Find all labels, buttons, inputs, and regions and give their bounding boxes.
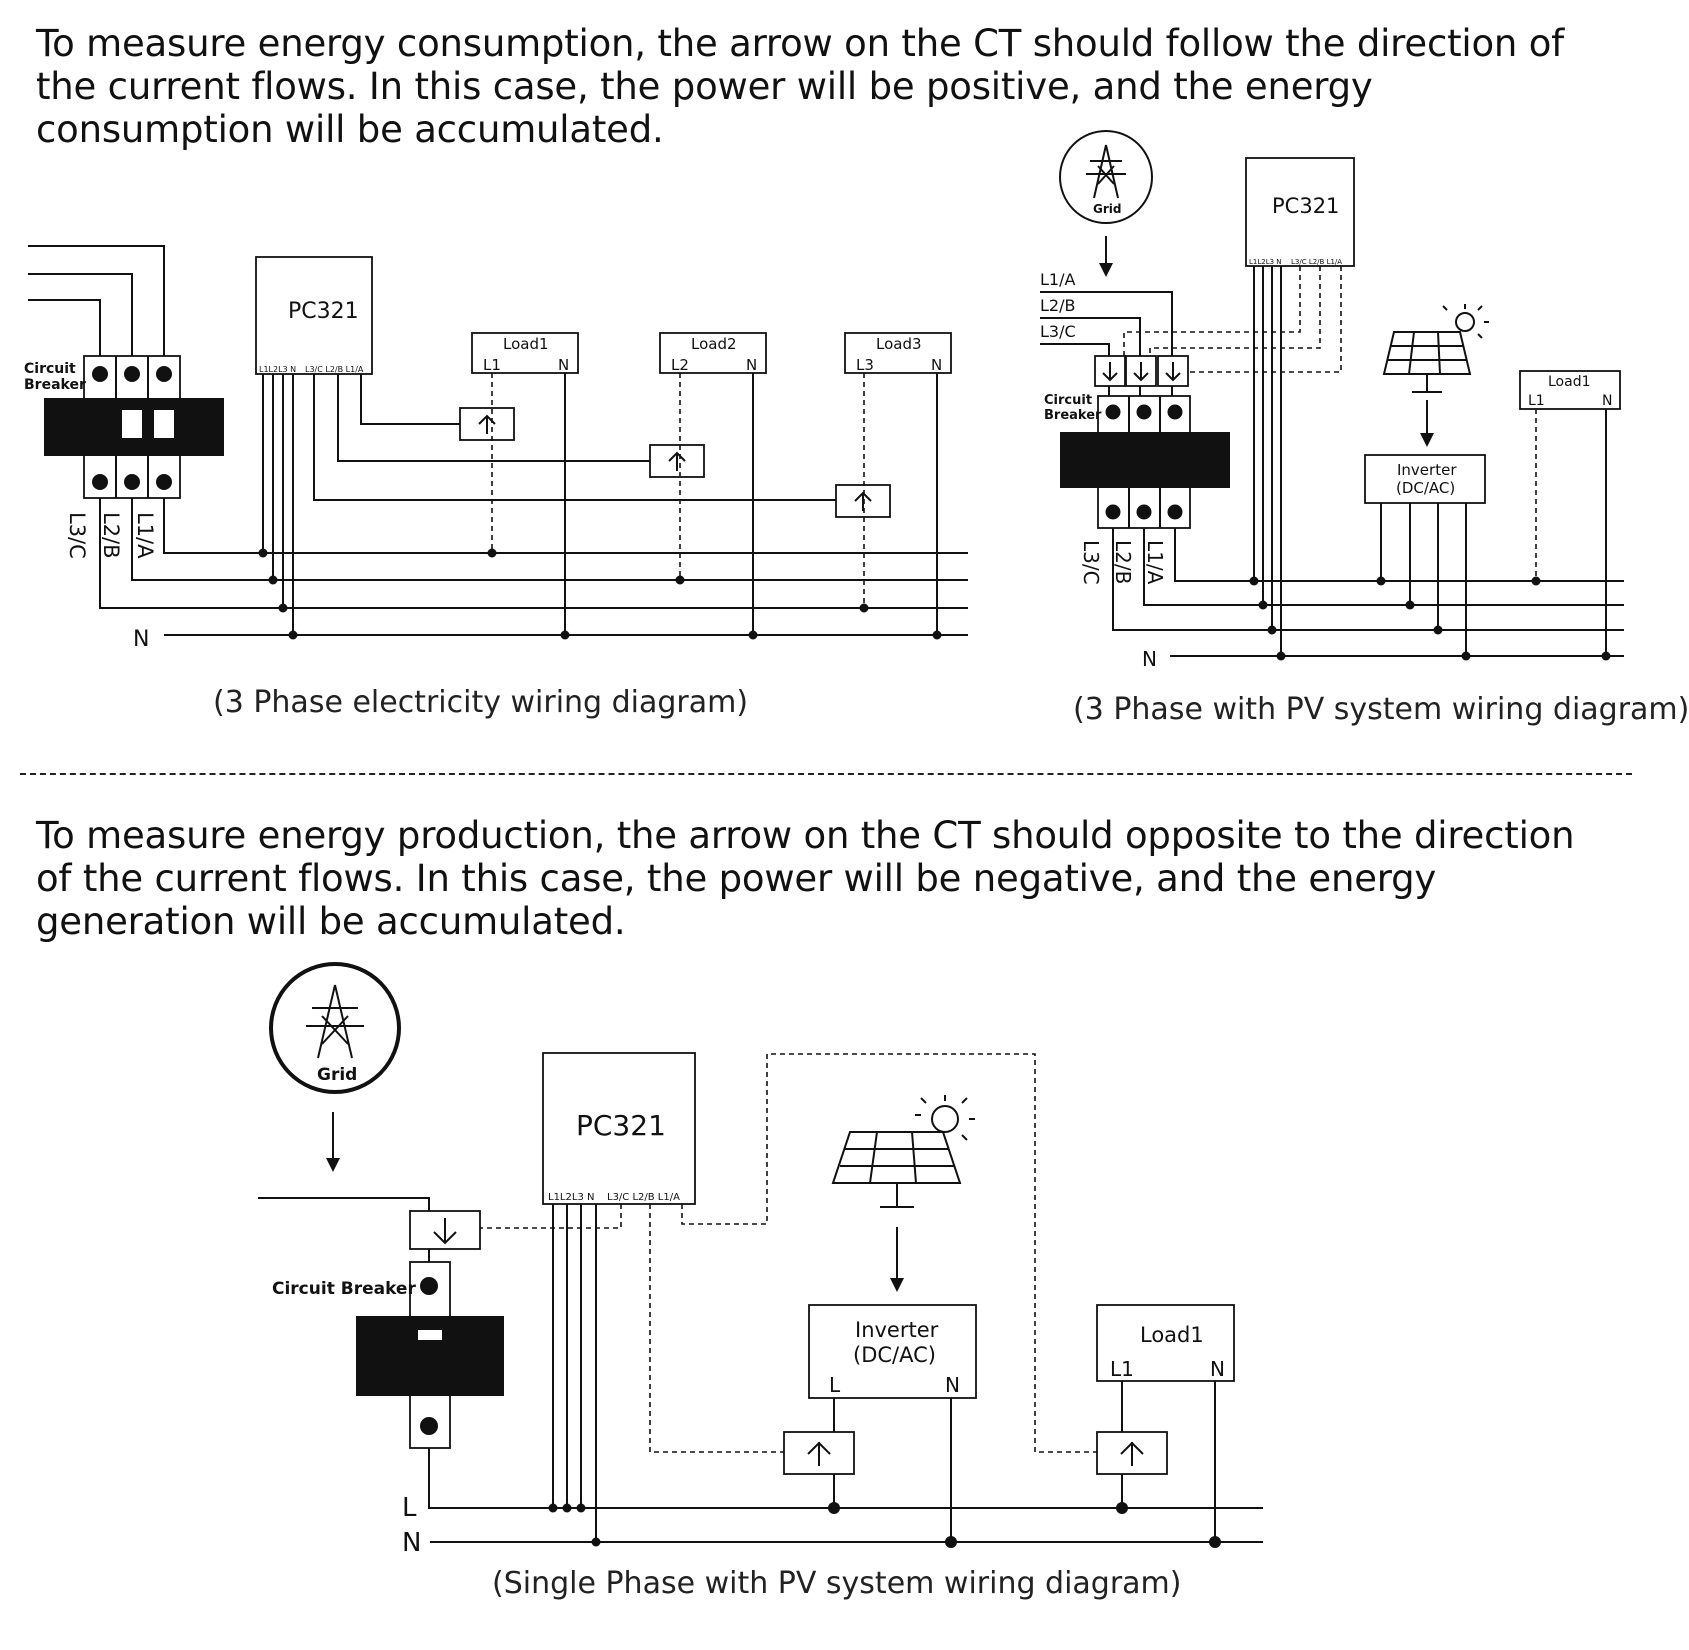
phase-in-l3: L3/C <box>1040 322 1076 341</box>
neutral-label: N <box>133 627 149 652</box>
ct-sensor-2 <box>649 444 705 478</box>
phase-out-l1: L1/A <box>1143 540 1167 585</box>
load1-l: L1 <box>483 356 501 374</box>
phase-in-l1: L1/A <box>1040 270 1075 289</box>
load2-n: N <box>746 356 757 374</box>
caption-single-phase-pv: (Single Phase with PV system wiring diag… <box>492 1566 1182 1601</box>
neutral-label: N <box>402 1528 421 1558</box>
meter-ports-right: L3/C L2/B L1/A <box>305 365 364 374</box>
meter-ports-left: L1L2L3 N <box>259 365 296 374</box>
load1-box <box>471 332 579 374</box>
breaker-label-line2: Breaker <box>1044 408 1102 423</box>
circuit-breaker <box>1060 395 1230 529</box>
load2-name: Load2 <box>691 335 737 353</box>
inverter-n: N <box>945 1373 960 1397</box>
meter-ports-left: L1L2L3 N <box>1249 258 1282 266</box>
phase-in-l2: L2/B <box>1040 296 1075 315</box>
neutral-label: N <box>1142 647 1157 671</box>
load2-l: L2 <box>671 356 689 374</box>
load3-l: L3 <box>856 356 874 374</box>
grid-icon <box>1059 130 1153 224</box>
phase-label-l1: L1/A <box>133 512 157 559</box>
caption-3phase-pv: (3 Phase with PV system wiring diagram) <box>1073 692 1689 727</box>
inverter-box <box>1364 454 1486 504</box>
phase-out-l2: L2/B <box>1111 540 1135 584</box>
load1-box <box>1096 1304 1235 1382</box>
phase-out-l3: L3/C <box>1079 540 1103 585</box>
grid-label: Grid <box>1093 202 1121 216</box>
caption-3phase: (3 Phase electricity wiring diagram) <box>213 685 749 720</box>
load1-name: Load1 <box>503 335 549 353</box>
pc321-meter <box>1245 157 1355 267</box>
load3-n: N <box>931 356 942 374</box>
line-label: L <box>402 1493 417 1523</box>
phase-label-l2: L2/B <box>99 512 123 559</box>
inverter-label-1: Inverter <box>1397 461 1457 479</box>
pc321-meter <box>255 256 373 375</box>
meter-ports-right: L3/C L2/B L1/A <box>1291 258 1342 266</box>
load3-box <box>844 332 952 374</box>
meter-label: PC321 <box>1272 194 1339 218</box>
breaker-label-line1: Circuit <box>1044 393 1092 408</box>
load2-box <box>659 332 767 374</box>
wiring-diagrams: Circuit Breaker N L3/C L2/B L1/A PC321 L… <box>24 130 1624 1558</box>
circuit-breaker <box>356 1261 504 1449</box>
meter-ports-right: L3/C L2/B L1/A <box>607 1192 680 1203</box>
section-divider <box>20 773 1632 775</box>
inverter-label-2: (DC/AC) <box>1396 479 1455 497</box>
inverter-label-2: (DC/AC) <box>853 1343 936 1367</box>
solar-panel-icon <box>1382 304 1489 393</box>
consumption-instructions: To measure energy consumption, the arrow… <box>36 22 1564 151</box>
load1-name: Load1 <box>1548 374 1591 390</box>
inverter-l: L <box>829 1373 841 1397</box>
diagram-3phase: Circuit Breaker N L3/C L2/B L1/A PC321 L… <box>24 245 968 652</box>
breaker-label-line2: Breaker <box>24 377 86 393</box>
load3-name: Load3 <box>876 335 922 353</box>
load1-l: L1 <box>1528 393 1545 409</box>
load1-l: L1 <box>1110 1357 1134 1381</box>
load1-n: N <box>1210 1357 1225 1381</box>
load1-n: N <box>1602 393 1612 409</box>
pc321-meter <box>542 1052 696 1205</box>
load1-name: Load1 <box>1140 1323 1204 1347</box>
load1-n: N <box>558 356 569 374</box>
meter-ports-left: L1L2L3 N <box>548 1192 594 1203</box>
meter-label: PC321 <box>576 1109 666 1142</box>
meter-label: PC321 <box>288 299 359 324</box>
load1-box <box>1519 370 1621 410</box>
phase-label-l3: L3/C <box>65 512 89 559</box>
grid-label: Grid <box>317 1065 357 1085</box>
production-instructions: To measure energy production, the arrow … <box>36 814 1575 943</box>
breaker-label-line1: Circuit <box>24 361 76 377</box>
diagram-single-phase-pv: Grid Circuit Breaker L N PC321 L1L2L3 N … <box>258 962 1263 1558</box>
diagram-3phase-pv: Grid L1/A L2/B L3/C Circuit <box>1040 130 1624 671</box>
inverter-box <box>808 1304 977 1399</box>
solar-panel-icon <box>831 1095 975 1208</box>
grid-icon <box>269 962 401 1094</box>
inverter-label-1: Inverter <box>855 1318 939 1342</box>
breaker-label: Circuit Breaker <box>272 1279 416 1299</box>
circuit-breaker <box>44 355 224 499</box>
